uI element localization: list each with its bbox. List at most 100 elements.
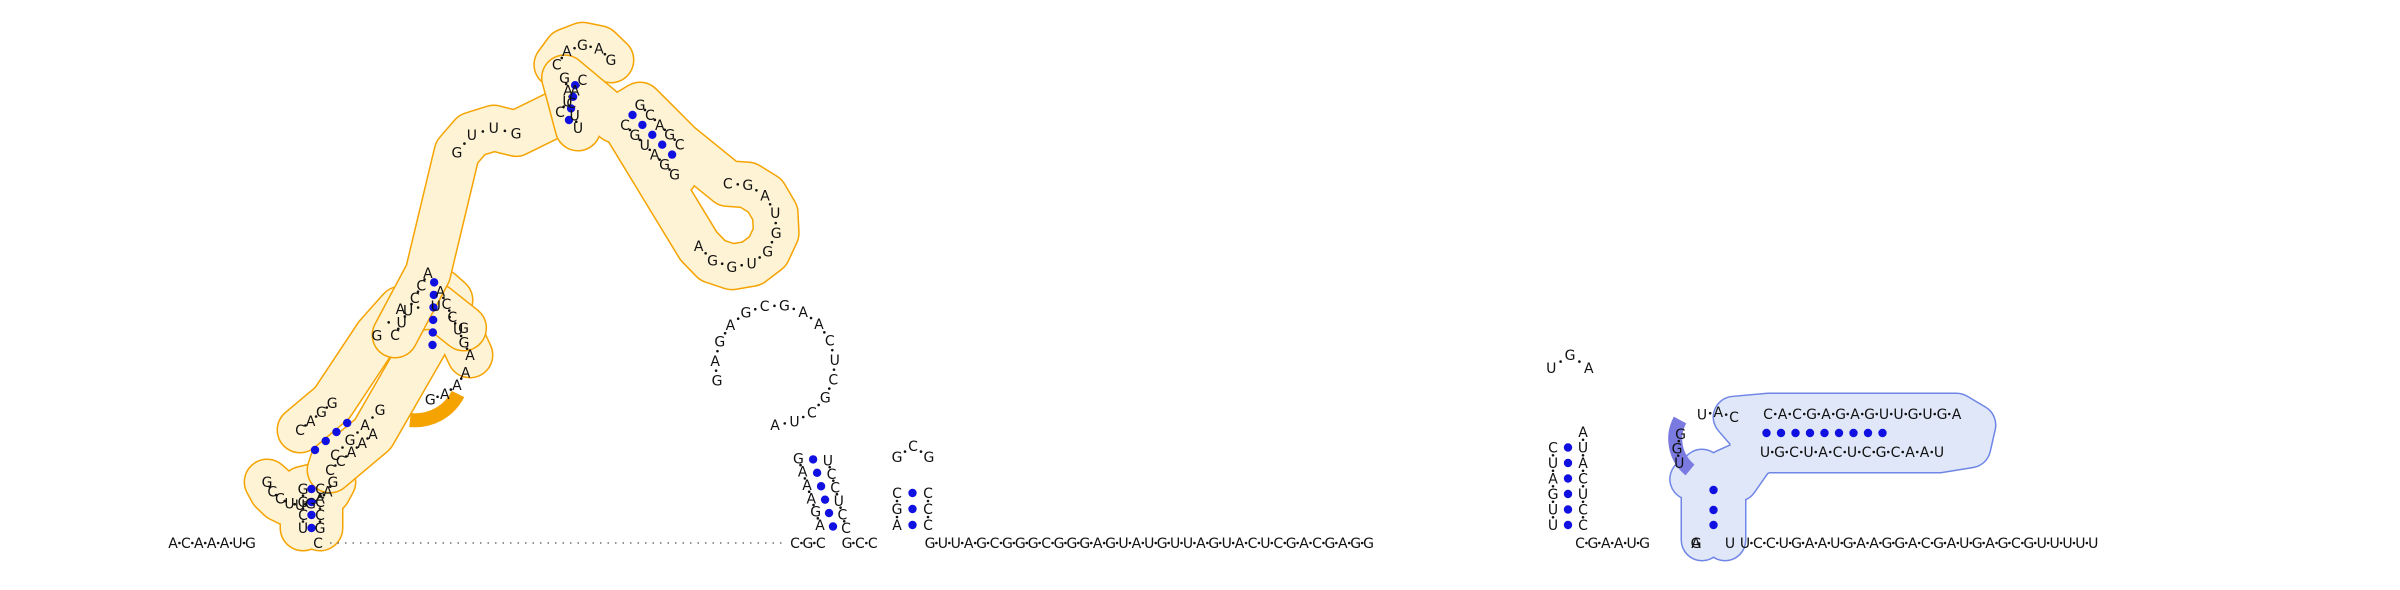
- backbone-bond: [1995, 541, 1998, 545]
- backbone-bond: [304, 424, 307, 427]
- backbone-bond: [560, 56, 564, 60]
- orange-stem-a-pair: [307, 510, 316, 520]
- backbone-bond: [1167, 541, 1170, 545]
- backbone-nt: C: [990, 536, 1000, 552]
- backbone-3prime-nt: G: [1933, 536, 1944, 552]
- backbone-bond: [1724, 413, 1728, 416]
- backbone-bond: [1283, 541, 1287, 545]
- backbone-bond: [1551, 453, 1555, 457]
- orange-loop-a-nt: U: [284, 496, 294, 512]
- backbone-bond: [816, 517, 820, 520]
- backbone-3prime-nt: C: [2011, 536, 2021, 552]
- backbone-bond: [653, 118, 657, 122]
- backbone-bond: [301, 507, 305, 510]
- backbone-bond: [303, 502, 307, 506]
- backbone-bond: [716, 349, 719, 353]
- orange-loop-d-nt: A: [594, 41, 604, 57]
- backbone-3prime-nt: U: [1740, 536, 1750, 552]
- hairpin4-stem-nt: A: [1578, 425, 1588, 441]
- backbone-bond: [416, 290, 420, 294]
- backbone-3prime-nt: G: [1998, 536, 2009, 552]
- backbone-nt: U: [1725, 536, 1735, 552]
- backbone-nt: C: [1273, 536, 1283, 552]
- backbone-bond: [1814, 450, 1818, 454]
- backbone-bond: [1918, 412, 1922, 416]
- hairpin3-stem-nt: A: [892, 518, 902, 534]
- orange-stem-e-pair: [638, 120, 647, 130]
- backbone-bond: [1901, 450, 1905, 454]
- hairpin4-stem-nt: C: [1578, 503, 1588, 519]
- hairpin2-stem-nt: A: [802, 478, 812, 494]
- backbone-nt: G: [1639, 536, 1650, 552]
- blue-lower-nt: U: [1934, 445, 1944, 461]
- backbone-bond: [1115, 541, 1119, 545]
- backbone-bond: [1559, 360, 1562, 363]
- blue-upper-nt: G: [1806, 407, 1817, 423]
- orange-loop-a-nt: G: [327, 475, 338, 491]
- hairpin2-loop-nt: C: [760, 299, 770, 315]
- hairpin4-stem-pair: [1563, 520, 1573, 530]
- blue-lower-nt: C: [1862, 445, 1872, 461]
- hairpin2-stem-nt: C: [837, 507, 847, 523]
- backbone-3prime-nt: A: [1985, 536, 1995, 552]
- hairpin2-stem-nt: A: [807, 491, 817, 507]
- orange-domain-fill: [245, 460, 355, 550]
- backbone-bond: [1581, 515, 1585, 519]
- orange-loop-b-nt: A: [452, 378, 462, 394]
- blue-lower-nt: C: [1789, 445, 1799, 461]
- backbone-5prime-nt: C: [181, 536, 191, 552]
- orange-loop-b-nt: G: [458, 321, 469, 337]
- backbone-nt: U: [951, 536, 961, 552]
- orange-stem-a-nt: C: [315, 482, 325, 498]
- backbone-bond: [973, 541, 977, 545]
- blue-mark-nt: G: [1672, 441, 1683, 457]
- backbone-bond: [1677, 439, 1681, 443]
- hairpin2-loop-nt: A: [798, 305, 808, 321]
- blue-stem-vertical-pair: [1709, 485, 1718, 495]
- domain-outlines: [243, 21, 1997, 562]
- backbone-bond: [799, 463, 802, 467]
- orange-loop-a-nt: A: [360, 418, 370, 434]
- backbone-bond: [1102, 541, 1106, 545]
- backbone-bond: [1770, 450, 1774, 454]
- backbone-nt: G: [1350, 536, 1361, 552]
- blue-loop-nt: C: [1729, 410, 1739, 426]
- backbone-bond: [1904, 541, 1908, 545]
- hairpin2-stem-nt: U: [834, 494, 844, 510]
- backbone-bond: [318, 494, 322, 497]
- backbone-bond: [827, 387, 831, 390]
- hairpin4-stem-nt: C: [1548, 441, 1558, 457]
- orange-loop-a-nt: U: [295, 498, 305, 514]
- backbone-nt: G: [1208, 536, 1219, 552]
- backbone-nt: C: [790, 536, 800, 552]
- blue-stem-pair: [1791, 428, 1800, 438]
- backbone-bond: [658, 158, 661, 161]
- backbone-bond: [852, 541, 855, 545]
- orange-loop-e-nt: G: [707, 254, 718, 270]
- backbone-bond: [1231, 541, 1235, 545]
- backbone-3prime-nt: A: [1869, 536, 1879, 552]
- backbone-bond: [453, 321, 457, 325]
- backbone-bond: [1785, 450, 1789, 454]
- backbone-bond: [736, 183, 740, 186]
- backbone-nt: A: [1235, 536, 1245, 552]
- backbone-bond: [416, 306, 420, 309]
- backbone-3prime-nt: G: [1894, 536, 1905, 552]
- backbone-bond: [1750, 541, 1753, 545]
- hairpin3-loop-nt: C: [908, 439, 918, 455]
- orange-stem-e-nt: A: [655, 118, 665, 134]
- backbone-nt: G: [1079, 536, 1090, 552]
- backbone-bond: [668, 168, 671, 171]
- orange-loop-e-nt: G: [771, 226, 782, 242]
- orange-stem-e-nt: G: [629, 128, 640, 144]
- hairpin4-stem-nt: U: [1578, 441, 1588, 457]
- hairpin2-stem-nt: C: [830, 480, 840, 496]
- backbone-bond: [329, 485, 332, 488]
- backbone-bond: [1581, 469, 1585, 473]
- backbone-bond: [1206, 541, 1209, 545]
- backbone-bond: [229, 541, 233, 545]
- backbone-nt: G: [1054, 536, 1065, 552]
- orange-stem-d-nt: U: [570, 108, 580, 124]
- orange-stem-d-nt: A: [563, 83, 573, 99]
